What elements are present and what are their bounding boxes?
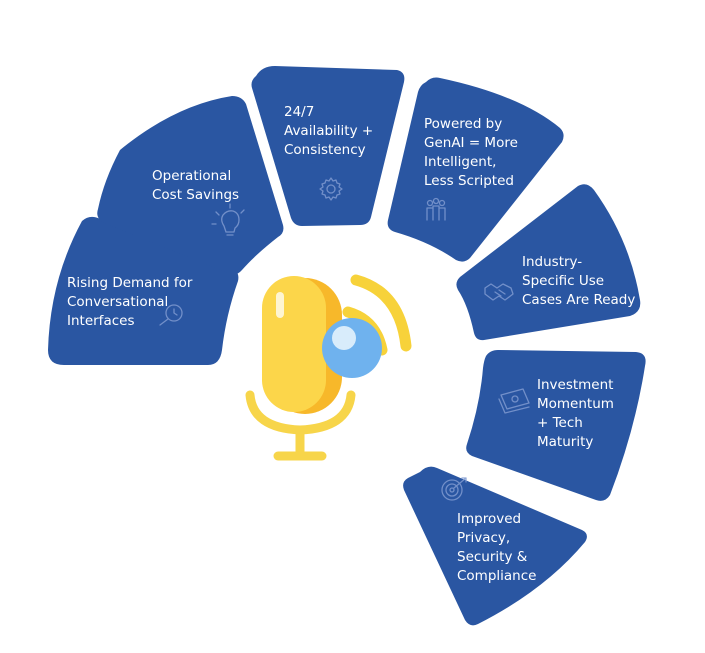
segment-privacy	[403, 466, 587, 626]
segment-label-genai: Powered by GenAI = More Intelligent, Les…	[424, 116, 522, 189]
sound-wave-outer	[350, 274, 412, 352]
segment-labels-group: Rising Demand for Conversational Interfa…	[67, 104, 635, 584]
clock-magnifier-icon	[159, 304, 183, 326]
segment-investment	[466, 350, 646, 501]
money-stack-icon	[498, 388, 530, 414]
segment-label-industry: Industry- Specific Use Cases Are Ready	[522, 254, 635, 308]
target-icon	[441, 477, 467, 501]
segment-label-investment: Investment Momentum + Tech Maturity	[537, 377, 618, 450]
handshake-icon	[484, 283, 514, 301]
segment-label-availability: 24/7 Availability + Consistency	[284, 104, 377, 158]
microphone-with-sound-waves-icon	[245, 274, 412, 461]
segment-genai	[387, 77, 564, 262]
speech-bubble-highlight	[332, 326, 356, 350]
segment-label-rising-demand: Rising Demand for Conversational Interfa…	[67, 275, 197, 329]
segments-group	[48, 66, 646, 626]
lightbulb-icon	[211, 203, 245, 236]
people-group-icon	[426, 197, 446, 221]
segment-label-privacy: Improved Privacy, Security & Compliance	[457, 511, 536, 584]
segment-operational-savings	[97, 96, 284, 275]
segment-icons-group	[159, 177, 530, 501]
gear-icon	[319, 177, 343, 201]
segment-availability	[251, 66, 405, 226]
mic-highlight	[276, 292, 284, 318]
speech-bubble	[322, 318, 382, 378]
mic-body	[262, 276, 326, 412]
segment-label-operational-savings: Operational Cost Savings	[152, 168, 239, 203]
segment-industry	[456, 184, 641, 341]
